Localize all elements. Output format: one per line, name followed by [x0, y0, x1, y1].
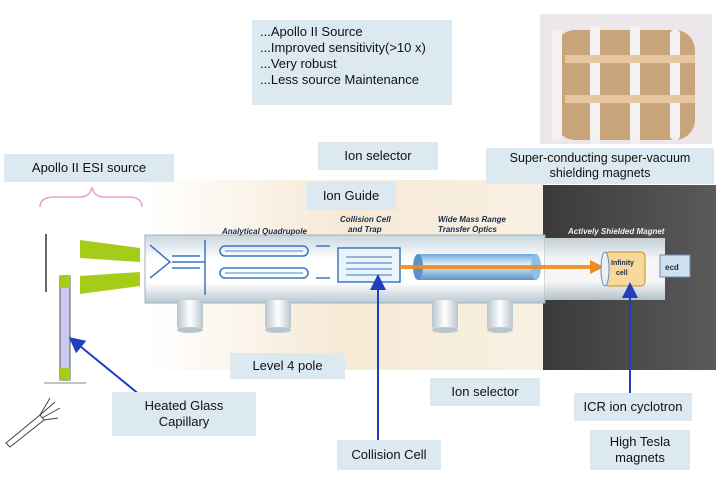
label-high-tesla: High Tesla magnets [590, 430, 690, 470]
feature-item: ...Apollo II Source [260, 24, 363, 39]
label-collision-cell-trap-2: and Trap [348, 225, 382, 234]
label-wide-mass-range-2: Transfer Optics [438, 225, 498, 234]
label-ion-selector-bottom: Ion selector [430, 378, 540, 406]
label-esi-source: Apollo II ESI source [4, 154, 174, 182]
label-shielded-magnet: Actively Shielded Magnet [567, 227, 665, 236]
label-level4-pole: Level 4 pole [230, 353, 345, 379]
quadrupole-rods [219, 245, 330, 279]
label-wide-mass-range-1: Wide Mass Range [438, 215, 506, 224]
magnet-photo [540, 14, 712, 144]
tube-supports [177, 300, 513, 333]
pipette-sketch [5, 397, 61, 448]
arrow-capillary [68, 336, 141, 396]
label-ion-guide: Ion Guide [306, 182, 396, 210]
label-ion-selector-top: Ion selector [318, 142, 438, 170]
label-collision-cell: Collision Cell [337, 440, 441, 470]
label-magnets: Super-conducting super-vacuum shielding … [486, 148, 714, 184]
label-infinity-cell-1: Infinity [611, 260, 634, 267]
inlet-cone-lower [80, 272, 140, 294]
label-ecd: ecd [665, 263, 679, 272]
label-collision-cell-trap-1: Collision Cell [340, 215, 391, 224]
ecd-box [659, 254, 691, 278]
label-heated-capillary: Heated Glass Capillary [112, 392, 256, 436]
infinity-cell [600, 251, 646, 287]
ion-funnel [149, 240, 206, 295]
inlet-cone-upper [80, 240, 140, 262]
label-icr: ICR ion cyclotron [574, 393, 692, 421]
feature-item: ...Very robust [260, 56, 337, 71]
collision-cell-trap [337, 247, 401, 283]
feature-item: ...Less source Maintenance [260, 72, 419, 87]
heated-capillary [44, 275, 86, 384]
label-analytical-quadrupole: Analytical Quadrupole [221, 227, 307, 236]
feature-item: ...Improved sensitivity(>10 x) [260, 40, 426, 55]
esi-brace [39, 186, 143, 208]
label-infinity-cell-2: cell [616, 270, 628, 277]
ion-beam [400, 260, 604, 274]
features-list: ...Apollo II Source ...Improved sensitiv… [252, 20, 452, 105]
